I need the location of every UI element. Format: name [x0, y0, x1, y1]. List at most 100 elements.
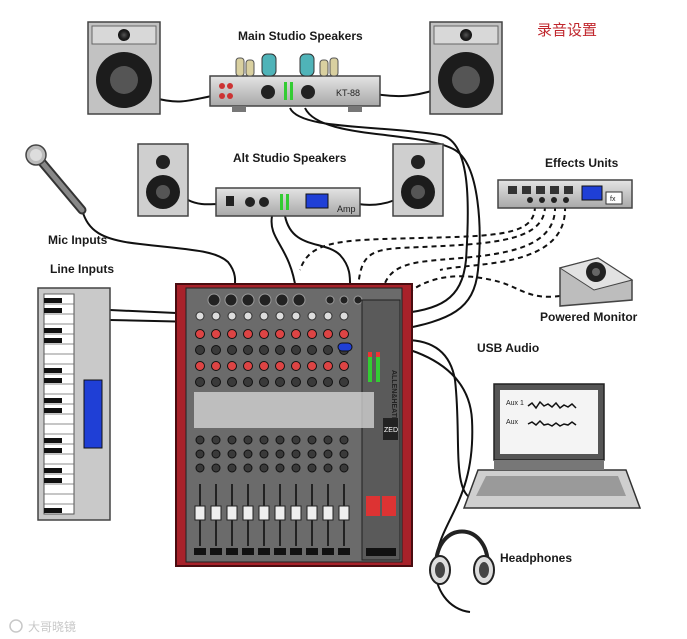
knob-icon: [227, 435, 237, 445]
knob-icon: [323, 377, 333, 387]
fader-cap: [322, 505, 334, 521]
knob-icon: [243, 329, 253, 339]
black-key: [44, 468, 62, 473]
knob-icon: [339, 449, 349, 459]
cable-alt-right: [357, 199, 396, 206]
alt-amp-label: Amp: [337, 204, 356, 214]
waveform-icon: [527, 419, 577, 427]
mute-button: [226, 548, 238, 555]
jack-icon: [291, 311, 301, 321]
knob-icon: [195, 345, 205, 355]
knob-icon: [211, 463, 221, 473]
alt-speaker-right: [392, 143, 444, 217]
laptop-aux: Aux: [506, 419, 519, 426]
black-key: [44, 438, 62, 443]
mute-button: [322, 548, 334, 555]
knob-icon: [291, 463, 301, 473]
knob-icon: [339, 329, 349, 339]
black-key: [44, 448, 62, 453]
fader-cap: [306, 505, 318, 521]
vacuum-tube-icon: [235, 53, 339, 77]
tube-amp-model: KT-88: [336, 88, 360, 98]
knob-icon: [339, 435, 349, 445]
knob-icon: [195, 377, 205, 387]
jack-icon: [339, 311, 349, 321]
knob-icon: [291, 435, 301, 445]
laptop-icon: Aux 1 Aux: [462, 383, 642, 509]
knob-icon: [259, 463, 269, 473]
microphone-icon: [25, 144, 87, 215]
knob-icon: [339, 463, 349, 473]
knob-icon: [211, 435, 221, 445]
knob-icon: [259, 361, 269, 371]
knob-icon: [307, 329, 317, 339]
jack-icon: [339, 295, 349, 305]
level-meter-icon: [368, 356, 372, 382]
knob-icon: [307, 361, 317, 371]
knob-icon: [323, 463, 333, 473]
black-key: [44, 298, 62, 303]
xlr-jack-icon: [224, 293, 238, 307]
fader-cap: [210, 505, 222, 521]
fx-label: fx: [610, 196, 616, 203]
lcd-display-icon: [83, 379, 103, 449]
tweeter-icon: [460, 29, 472, 41]
jack-icon: [227, 311, 237, 321]
black-key: [44, 478, 62, 483]
main-speaker-right: [429, 21, 503, 115]
tweeter-icon: [156, 155, 170, 169]
black-key: [44, 338, 62, 343]
cable-monitor: [399, 275, 561, 301]
knob-icon: [275, 449, 285, 459]
fader-cap: [290, 505, 302, 521]
knob-icon: [339, 361, 349, 371]
black-key: [44, 408, 62, 413]
tweeter-icon: [118, 29, 130, 41]
label-mic-inputs: Mic Inputs: [48, 233, 108, 247]
blurred-region: [194, 392, 374, 428]
knob-icon: [259, 377, 269, 387]
jack-icon: [325, 295, 335, 305]
knob-icon: [211, 329, 221, 339]
label-headphones: Headphones: [500, 551, 572, 565]
knob-icon: [307, 435, 317, 445]
lcd-display-icon: [305, 193, 329, 209]
knob-icon: [243, 449, 253, 459]
knob-icon: [323, 435, 333, 445]
waveform-icon: [527, 400, 577, 410]
knob-icon: [211, 345, 221, 355]
black-key: [44, 328, 62, 333]
knob-icon: [245, 197, 255, 207]
xlr-jack-icon: [241, 293, 255, 307]
tube-amplifier: KT-88: [209, 53, 381, 112]
knob-icon: [323, 329, 333, 339]
cable-headphones: [409, 349, 474, 613]
cable-alt-amp-2: [284, 215, 352, 297]
xlr-jack-icon: [275, 293, 289, 307]
knob-icon: [195, 361, 205, 371]
jack-icon: [195, 311, 205, 321]
cable-main-right-speaker: [374, 89, 436, 98]
alt-speaker-left: [137, 143, 189, 217]
mute-button: [210, 548, 222, 555]
watermark-logo-icon: [9, 619, 23, 633]
knob-icon: [211, 449, 221, 459]
knob-icon: [259, 449, 269, 459]
xlr-jack-icon: [258, 293, 272, 307]
knob-icon: [227, 345, 237, 355]
fader-cap: [242, 505, 254, 521]
title-chinese: 录音设置: [537, 21, 597, 39]
knob-icon: [323, 449, 333, 459]
knob-icon: [291, 449, 301, 459]
alt-amplifier: Amp: [215, 187, 361, 217]
cable-fx-1: [299, 205, 536, 271]
watermark: 大哥晓镜: [28, 619, 76, 634]
cable-alt-left: [187, 199, 221, 206]
knob-icon: [227, 449, 237, 459]
cable-fx-4: [439, 205, 567, 271]
jack-icon: [259, 311, 269, 321]
knob-icon: [275, 329, 285, 339]
cable-main-amp-out-2: [304, 107, 481, 331]
mixer-model: ZED: [384, 427, 398, 434]
